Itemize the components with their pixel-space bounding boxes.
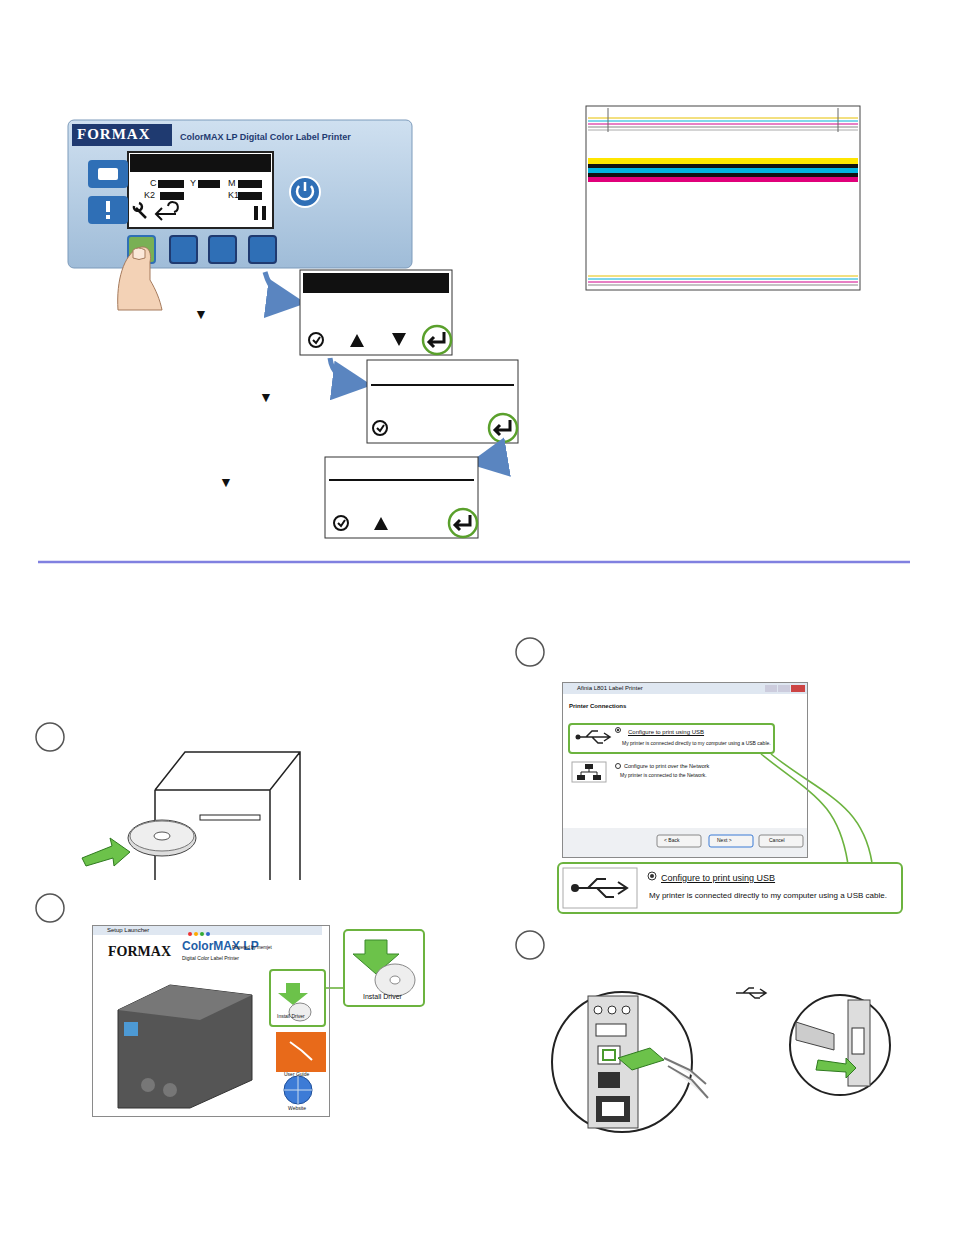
- product-tagline: Digital Color Label Printer: [182, 956, 239, 962]
- node-text: Printer Connections: [569, 703, 626, 710]
- node-text: Install Driver: [363, 993, 402, 1001]
- down-arrow-symbol: ▼: [194, 306, 208, 322]
- button-caption: User Guide: [284, 1072, 309, 1078]
- node-text: M: [228, 178, 236, 188]
- brand-logo: FORMAX: [108, 944, 171, 960]
- node-text: FORMAX: [74, 126, 154, 143]
- down-arrow-symbol: ▼: [259, 389, 273, 405]
- usb-option: Configure to print using USB My printer i…: [568, 723, 775, 754]
- node-text: My printer is connected directly to my c…: [622, 741, 771, 747]
- node-text: My printer is connected directly to my c…: [649, 891, 887, 900]
- node-text: Configure to print over the Network: [624, 763, 709, 769]
- dialog-button: Next >: [717, 838, 732, 844]
- leader-connector: [771, 754, 872, 862]
- node-text: Y: [190, 178, 196, 188]
- leader-connector: [326, 987, 343, 989]
- node-text: Setup Launcher: [107, 927, 149, 934]
- node-text: My printer is connected to the Network.: [620, 773, 707, 779]
- node-text: Configure to print using USB: [661, 873, 775, 883]
- node-text: K1: [228, 190, 239, 200]
- usb-option-zoom: Configure to print using USB My printer i…: [557, 862, 903, 914]
- network-option: Configure to print over the Network My pr…: [568, 760, 768, 785]
- install-driver-zoom: Install Driver: [343, 929, 425, 1007]
- powered-by-mark: Powered by memjet: [232, 945, 272, 950]
- control-panel: FORMAX ColorMAX LP Digital Color Label Pr…: [68, 120, 412, 268]
- node-text: ColorMAX LP Digital Color Label Printer: [180, 132, 351, 142]
- node-text: Afinia L801 Label Printer: [577, 685, 643, 692]
- down-arrow-symbol: ▼: [219, 474, 233, 490]
- dialog-button: Cancel: [769, 838, 785, 844]
- install-driver-button: Install Driver: [269, 969, 326, 1027]
- node-text: C: [150, 178, 157, 188]
- button-caption: Website: [288, 1106, 306, 1112]
- dialog-button: < Back: [664, 838, 679, 844]
- node-text: Configure to print using USB: [628, 729, 704, 736]
- installer-dialog: Afinia L801 Label PrinterPrinter Connect…: [562, 682, 808, 858]
- leader-connector: [761, 754, 848, 862]
- node-text: Install Driver: [277, 1014, 305, 1020]
- lcd-screen: C Y M K2 K1: [128, 152, 273, 228]
- node-text: K2: [144, 190, 155, 200]
